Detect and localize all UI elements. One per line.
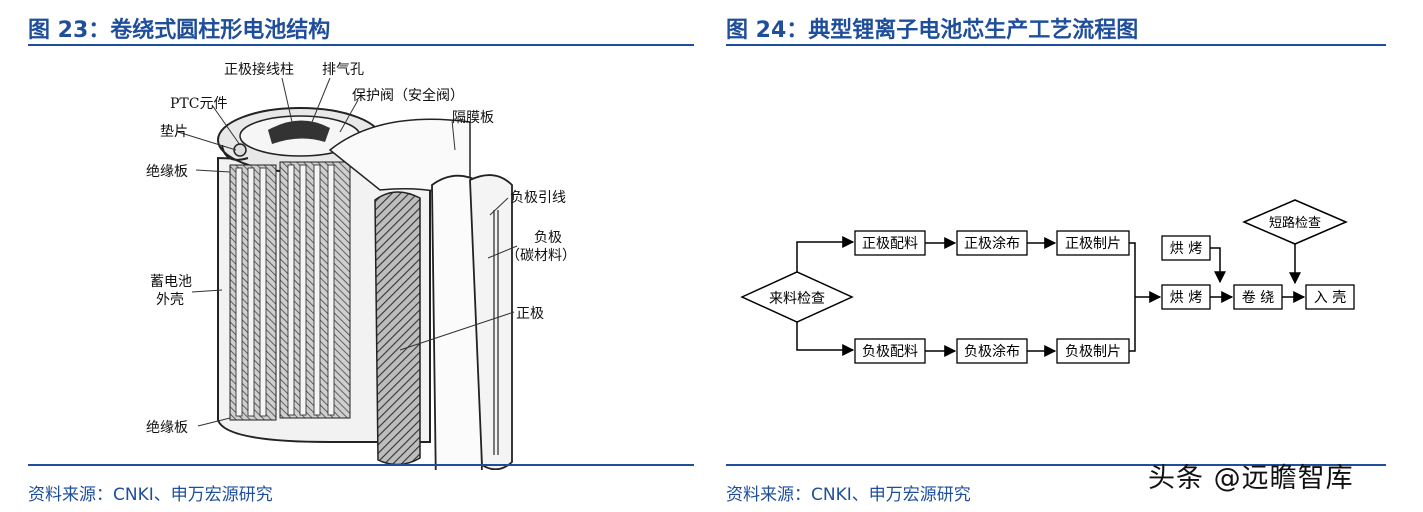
- node-into-case: 入 壳: [1305, 284, 1355, 310]
- node-pos-mix: 正极配料: [854, 230, 926, 256]
- label-case-line1: 蓄电池: [150, 274, 192, 290]
- svg-text:负极制片: 负极制片: [1065, 344, 1121, 360]
- source-rule: [726, 464, 1386, 466]
- svg-text:负极涂布: 负极涂布: [964, 344, 1020, 360]
- electrode-stack: [229, 161, 351, 421]
- svg-text:正极制片: 正极制片: [1065, 236, 1121, 252]
- label-vent-hole: 排气孔: [322, 62, 364, 78]
- label-pos-terminal: 正极接线柱: [224, 61, 294, 78]
- figure-24-title: 图 24：典型锂离子电池芯生产工艺流程图: [726, 18, 1139, 43]
- label-neg-material: （碳材料）: [506, 248, 576, 264]
- svg-text:烘 烤: 烘 烤: [1170, 290, 1202, 306]
- label-separator: 隔膜板: [452, 110, 494, 126]
- node-winding: 卷 绕: [1233, 284, 1283, 310]
- svg-text:来料检查: 来料检查: [769, 291, 825, 307]
- negative-electrode-roll: [431, 174, 483, 470]
- label-safety-valve: 保护阀（安全阀）: [352, 87, 464, 104]
- separator-sheet: [328, 118, 471, 202]
- node-bake-1: 烘 烤: [1161, 235, 1211, 261]
- title-rule: [28, 44, 694, 46]
- watermark: 头条 @远瞻智库: [1148, 463, 1354, 494]
- figure-23: 图 23：卷绕式圆柱形电池结构: [0, 0, 700, 512]
- svg-text:烘 烤: 烘 烤: [1170, 241, 1202, 257]
- node-pos-cut: 正极制片: [1056, 230, 1130, 256]
- battery-diagram: 正极接线柱 排气孔 PTC元件 保护阀（安全阀） 垫片 隔膜板 绝缘板 负极引线…: [146, 61, 576, 470]
- node-bake-2: 烘 烤: [1161, 284, 1211, 310]
- label-pos: 正极: [516, 306, 544, 322]
- label-neg: 负极: [534, 230, 562, 246]
- svg-text:负极配料: 负极配料: [862, 344, 918, 360]
- svg-text:短路检查: 短路检查: [1269, 215, 1321, 231]
- label-insulator-top: 绝缘板: [146, 164, 188, 180]
- positive-electrode-roll: [374, 191, 421, 466]
- label-insulator-bottom: 绝缘板: [146, 420, 188, 436]
- svg-text:入 壳: 入 壳: [1314, 289, 1346, 306]
- label-gasket: 垫片: [160, 124, 188, 140]
- source-rule: [28, 464, 694, 466]
- label-neg-lead: 负极引线: [510, 190, 566, 206]
- figure-23-title: 图 23：卷绕式圆柱形电池结构: [28, 18, 331, 43]
- process-flowchart: 来料检查 正极配料 正极涂布 正极制片 负极配料 负极涂: [740, 199, 1355, 364]
- node-neg-cut: 负极制片: [1056, 338, 1130, 364]
- svg-text:卷 绕: 卷 绕: [1242, 290, 1274, 306]
- svg-text:正极涂布: 正极涂布: [964, 236, 1020, 252]
- svg-text:正极配料: 正极配料: [862, 236, 918, 252]
- node-neg-coat: 负极涂布: [956, 338, 1028, 364]
- label-case-line2: 外壳: [156, 291, 184, 308]
- title-rule: [726, 44, 1386, 46]
- source-note: 资料来源：CNKI、申万宏源研究: [726, 485, 971, 505]
- node-neg-mix: 负极配料: [854, 338, 926, 364]
- node-short-check: 短路检查: [1242, 199, 1348, 245]
- node-incoming-check: 来料检查: [740, 271, 854, 323]
- figure-24: 图 24：典型锂离子电池芯生产工艺流程图 来料检查 正极配料 正极涂布: [710, 0, 1423, 512]
- label-ptc: PTC元件: [170, 96, 227, 112]
- source-note: 资料来源：CNKI、申万宏源研究: [28, 485, 273, 505]
- outer-sheet-roll: [469, 174, 513, 470]
- node-pos-coat: 正极涂布: [956, 230, 1028, 256]
